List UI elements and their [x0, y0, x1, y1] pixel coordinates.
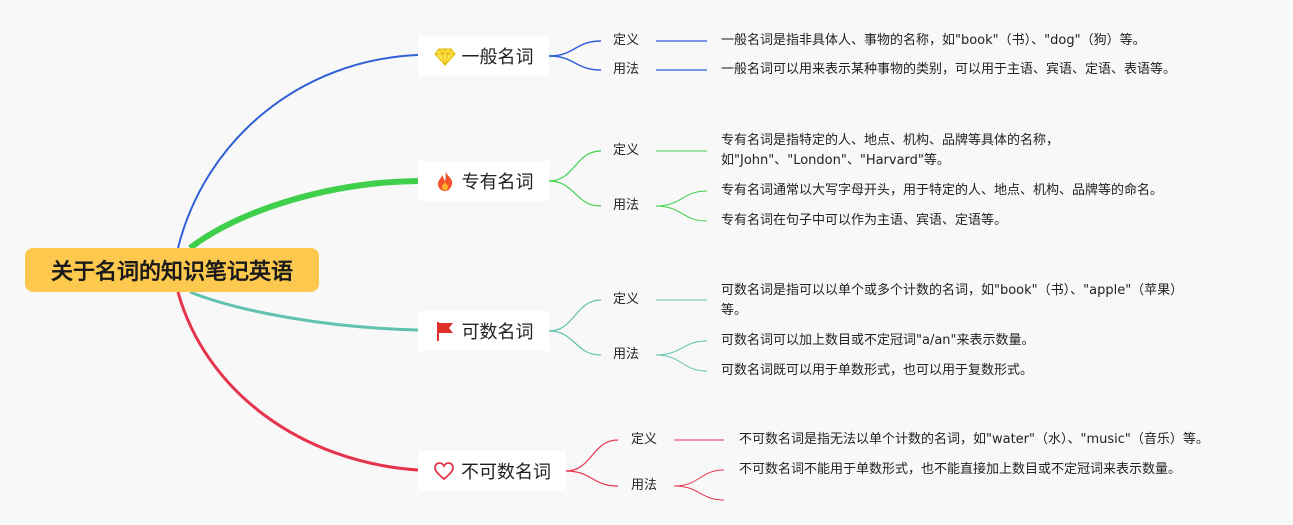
branch-topic-1-label: 一般名词: [461, 47, 534, 68]
branch-2-usage-leaf-2[interactable]: 专有名词在句子中可以作为主语、宾语、定语等。: [721, 213, 1008, 228]
branch-1-subtopic-usage[interactable]: 用法: [613, 62, 640, 77]
branch-4-sub-1-curve: [565, 439, 619, 472]
branch-3-subtopic-usage[interactable]: 用法: [613, 347, 640, 362]
branch-topic-4-label: 不可数名词: [461, 462, 551, 483]
branch-2-sub-2-leaf-2-curve: [655, 205, 708, 222]
branch-topic-1[interactable]: 一般名词: [418, 36, 549, 76]
branch-2-subtopic-usage[interactable]: 用法: [613, 198, 640, 213]
branch-2-definition-leaf-line-1: 专有名词是指特定的人、地点、机构、品牌等具体的名称，: [721, 133, 1060, 148]
branch-1-subtopic-definition[interactable]: 定义: [613, 33, 640, 48]
branch-3-definition-leaf[interactable]: 可数名词是指可以以单个或多个计数的名词，如"book"（书）、"apple"（苹…: [721, 281, 1183, 321]
flag-icon: [434, 320, 456, 342]
branch-3-subtopic-definition[interactable]: 定义: [613, 292, 640, 307]
root-to-branch-1-line: [177, 54, 419, 249]
branch-3-definition-leaf-line-2: 等。: [721, 303, 748, 318]
branch-3-sub-2-leaf-2-curve: [655, 354, 708, 372]
branch-1-sub-2-curve: [548, 55, 602, 71]
branch-3-usage-leaf-1[interactable]: 可数名词可以加上数目或不定冠词"a/an"来表示数量。: [721, 333, 1035, 348]
branch-2-definition-leaf[interactable]: 专有名词是指特定的人、地点、机构、品牌等具体的名称， 如"John"、"Lond…: [721, 131, 1059, 171]
branch-3-sub-1-curve: [548, 299, 602, 332]
branch-3-sub-2-leaf-1-curve: [655, 340, 708, 356]
root-topic-label: 关于名词的知识笔记英语: [50, 260, 293, 285]
branch-2-sub-1-curve: [548, 150, 602, 182]
branch-4-sub-2-curve: [565, 470, 619, 487]
branch-1-usage-leaf[interactable]: 一般名词可以用来表示某种事物的类别，可以用于主语、宾语、定语、表语等。: [721, 62, 1177, 77]
root-to-branch-3-line: [189, 290, 419, 332]
branch-3-usage-leaf-2[interactable]: 可数名词既可以用于单数形式，也可以用于复数形式。: [721, 363, 1034, 378]
root-to-branch-4-line: [176, 291, 419, 472]
branch-topic-2-label: 专有名词: [461, 172, 534, 193]
diamond-icon: [433, 45, 456, 67]
branch-4-subtopic-definition[interactable]: 定义: [631, 432, 658, 447]
branch-topic-4[interactable]: 不可数名词: [418, 451, 566, 491]
branch-2-definition-leaf-line-2: 如"John"、"London"、"Harvard"等。: [721, 153, 950, 168]
branch-4-definition-leaf[interactable]: 不可数名词是指无法以单个计数的名词，如"water"（水）、"music"（音乐…: [739, 432, 1209, 447]
branch-3-definition-leaf-line-1: 可数名词是指可以以单个或多个计数的名词，如"book"（书）、"apple"（苹…: [721, 283, 1184, 298]
branch-4-usage-leaf[interactable]: 不可数名词不能用于单数形式，也不能直接加上数目或不定冠词来表示数量。: [739, 462, 1182, 477]
root-topic[interactable]: 关于名词的知识笔记英语: [25, 248, 319, 292]
branch-2-usage-leaf-1[interactable]: 专有名词通常以大写字母开头，用于特定的人、地点、机构、品牌等的命名。: [721, 183, 1164, 198]
branch-topic-3[interactable]: 可数名词: [418, 311, 549, 351]
heart-icon: [433, 460, 455, 482]
branch-topic-2[interactable]: 专有名词: [418, 161, 549, 201]
fire-icon: [434, 170, 456, 192]
branch-4-subtopic-usage[interactable]: 用法: [631, 478, 658, 493]
branch-3-sub-2-curve: [548, 330, 602, 356]
branch-1-sub-1-curve: [548, 40, 602, 57]
branch-4-sub-2-leaf-1-curve: [673, 469, 725, 487]
root-to-branch-2-line: [188, 178, 419, 251]
branch-2-sub-2-leaf-1-curve: [655, 190, 708, 207]
branch-2-sub-2-curve: [548, 180, 602, 207]
branch-2-subtopic-definition[interactable]: 定义: [613, 143, 640, 158]
branch-4-sub-2-leaf-2-curve: [673, 485, 725, 501]
branch-1-definition-leaf[interactable]: 一般名词是指非具体人、事物的名称，如"book"（书）、"dog"（狗）等。: [721, 33, 1146, 48]
branch-topic-3-label: 可数名词: [461, 322, 534, 343]
